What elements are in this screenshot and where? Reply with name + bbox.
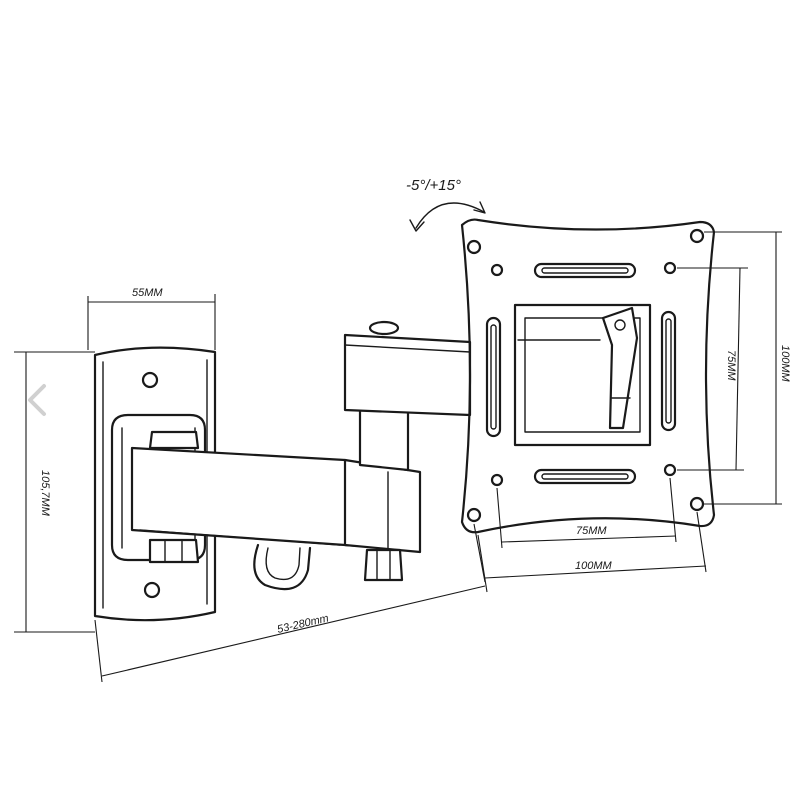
first-arm	[130, 446, 422, 554]
tilt-angle-indicator: -5°/+15°	[406, 177, 486, 232]
elbow-bolt	[363, 548, 404, 582]
wall-plate-height-label: 105,7MM	[39, 470, 51, 517]
vesa-outer-vertical-label: 100MM	[779, 345, 791, 383]
arm-extension-label: 53-280mm	[276, 612, 330, 636]
second-arm	[343, 320, 472, 472]
dimension-wall-plate-height: 105,7MM	[14, 351, 95, 633]
vesa-inner-vertical-label: 75MM	[725, 350, 737, 381]
dimension-vesa-vertical: 75MM 100MM	[677, 231, 791, 505]
vesa-plate	[460, 218, 716, 534]
dimension-wall-plate-width: 55MM	[87, 287, 216, 350]
tilt-angle-label: -5°/+15°	[406, 177, 461, 194]
chevron-left-icon[interactable]	[18, 380, 58, 420]
vesa-inner-horizontal-label: 75MM	[576, 525, 607, 537]
dimension-vesa-horizontal: 75MM 100MM	[473, 477, 707, 583]
vesa-outer-horizontal-label: 100MM	[575, 560, 613, 572]
cable-hook	[253, 543, 312, 591]
wall-plate-width-label: 55MM	[132, 287, 163, 299]
tilt-head	[513, 303, 652, 447]
